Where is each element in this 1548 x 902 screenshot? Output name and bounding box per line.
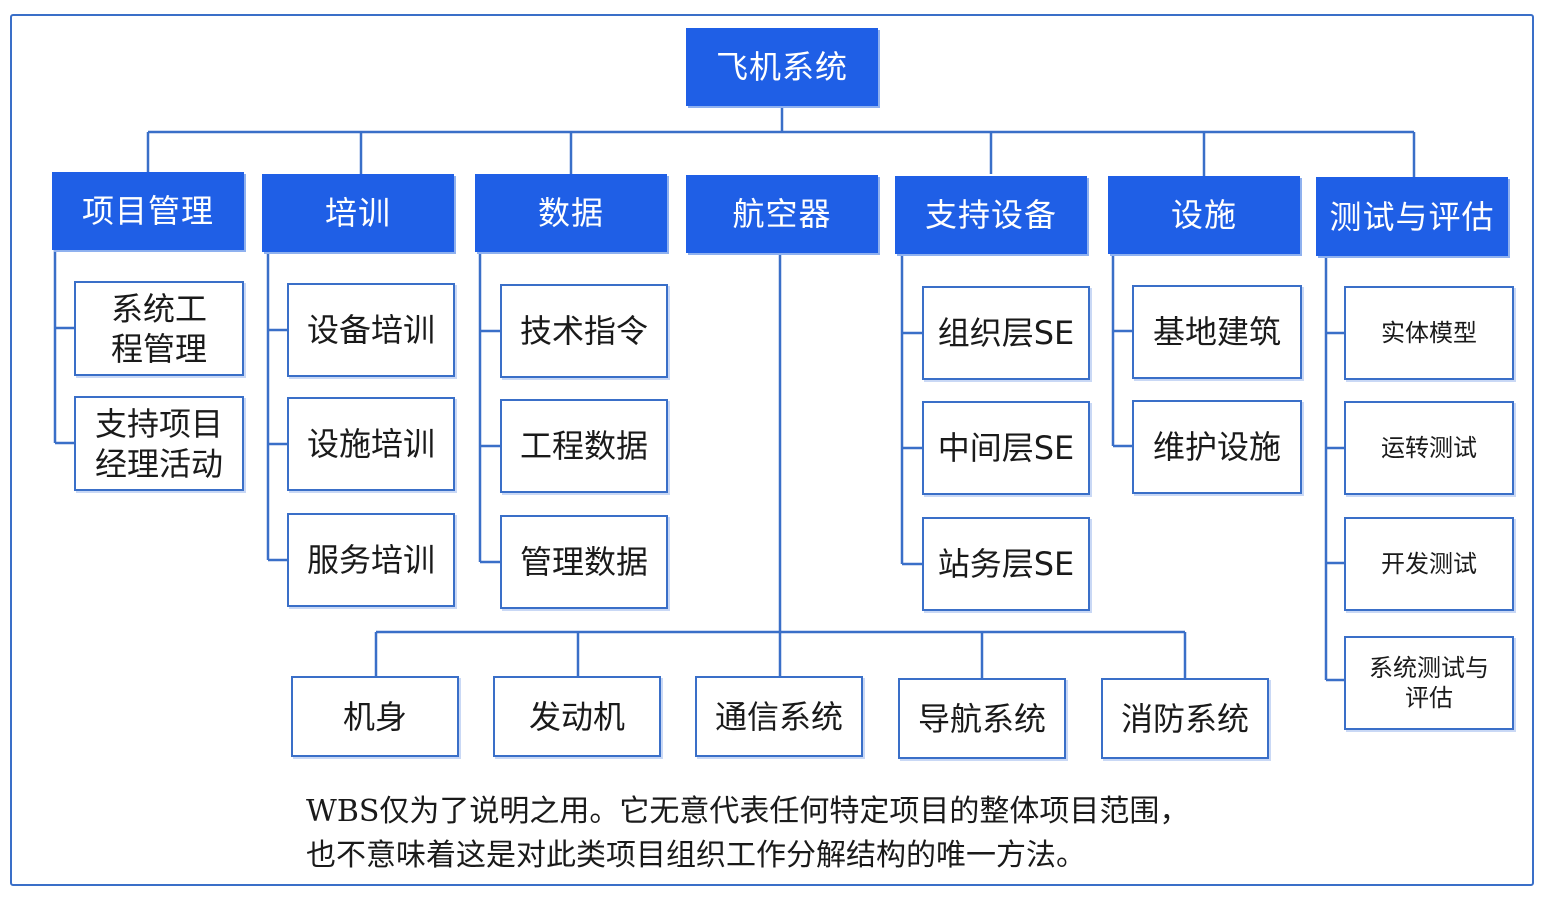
footnote-line-2: 也不意味着这是对此类项目组织工作分解结构的唯一方法。: [306, 838, 1086, 873]
se-child-3: 站务层SE: [922, 517, 1090, 611]
se-child-1: 组织层SE: [922, 286, 1090, 380]
training-child-2: 设施培训: [287, 397, 455, 491]
node-aircraft: 航空器: [686, 175, 878, 253]
root-node: 飞机系统: [686, 28, 878, 106]
te-child-3: 开发测试: [1344, 517, 1514, 611]
training-child-1: 设备培训: [287, 283, 455, 377]
aircraft-child-1: 机身: [291, 676, 459, 757]
footnote-line-1: WBS仅为了说明之用。它无意代表任何特定项目的整体项目范围，: [306, 794, 1190, 829]
aircraft-child-3: 通信系统: [695, 676, 863, 757]
node-facilities: 设施: [1108, 176, 1300, 254]
facilities-child-2: 维护设施: [1132, 400, 1302, 494]
pm-child-2: 支持项目经理活动: [74, 396, 244, 491]
data-child-3: 管理数据: [500, 515, 668, 609]
facilities-child-1: 基地建筑: [1132, 285, 1302, 379]
footnote: WBS仅为了说明之用。它无意代表任何特定项目的整体项目范围， 也不意味着这是对此…: [306, 790, 1386, 878]
node-project-management: 项目管理: [52, 172, 244, 250]
aircraft-child-4: 导航系统: [898, 678, 1066, 759]
diagram-frame: [10, 14, 1534, 886]
pm-child-1: 系统工程管理: [74, 281, 244, 376]
te-child-1: 实体模型: [1344, 286, 1514, 380]
te-child-4: 系统测试与评估: [1344, 636, 1514, 730]
data-child-2: 工程数据: [500, 399, 668, 493]
aircraft-child-2: 发动机: [493, 676, 661, 757]
node-data: 数据: [475, 174, 667, 252]
node-test-evaluation: 测试与评估: [1316, 177, 1508, 256]
node-support-equipment: 支持设备: [895, 176, 1087, 254]
te-child-2: 运转测试: [1344, 401, 1514, 495]
se-child-2: 中间层SE: [922, 401, 1090, 495]
data-child-1: 技术指令: [500, 284, 668, 378]
aircraft-child-5: 消防系统: [1101, 678, 1269, 759]
training-child-3: 服务培训: [287, 513, 455, 607]
node-training: 培训: [262, 174, 454, 252]
